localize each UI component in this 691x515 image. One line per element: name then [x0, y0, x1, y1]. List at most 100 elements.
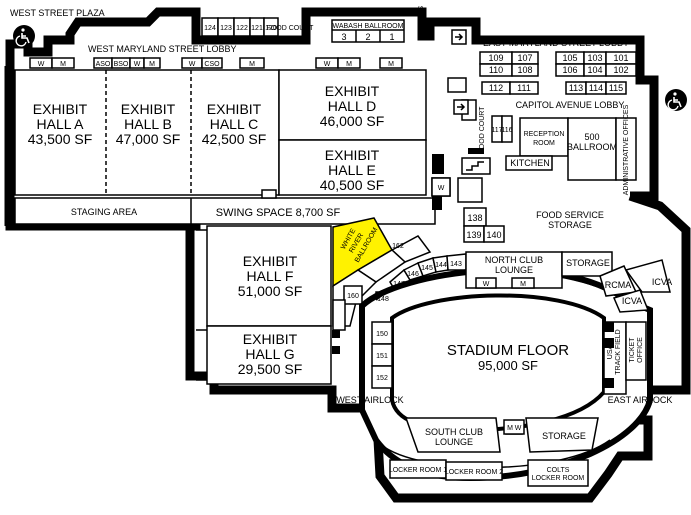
food-court-side-label: FOOD COURT [479, 106, 486, 154]
elevator-icon [451, 29, 469, 115]
room-number: 111 [517, 83, 531, 93]
wabash-ballroom-label: WABASH BALLROOM [333, 23, 404, 30]
room-number: 151 [376, 353, 388, 360]
west-exhibit-halls [14, 69, 436, 225]
restroom-m: M [520, 281, 526, 288]
south-club-lounge-label-2: LOUNGE [435, 437, 473, 447]
restroom-w: W [38, 61, 45, 68]
room-number: 147 [393, 281, 405, 288]
ballroom-500-label: 500 [584, 132, 599, 142]
room-number: 103 [587, 53, 602, 63]
room-number: 1 [389, 32, 394, 42]
room-number: 139 [466, 230, 481, 240]
restroom-m: M [60, 61, 66, 68]
room-number: 150 [376, 331, 388, 338]
hall-d-area: 46,000 SF [320, 113, 385, 129]
skywalk-label: SKYW [416, 6, 423, 27]
room-number: 122 [236, 25, 248, 32]
south-exhibit-halls [196, 225, 332, 385]
room-number: 148 [377, 296, 389, 303]
hall-g-sub: HALL G [245, 346, 294, 362]
restroom-m: M [388, 61, 394, 68]
track-field-label: TRACK FIELD [615, 329, 622, 375]
north-lounge-area [465, 251, 671, 313]
room-number: 160 [347, 293, 359, 300]
top-rooms [201, 17, 405, 43]
room-number: 144 [435, 262, 447, 269]
restroom-letters: W M ASO BSO W M W CSO M W M M W W M M W [38, 61, 526, 432]
reception-room-label: RECEPTION [524, 131, 565, 138]
hall-c-sub: HALL C [210, 116, 259, 132]
restroom-m: M [507, 425, 513, 432]
room-number: 106 [562, 65, 577, 75]
restroom-m: M [346, 61, 352, 68]
hall-a-name: EXHIBIT [33, 101, 88, 117]
west-side-rooms [332, 321, 393, 389]
hall-e-area: 40,500 SF [320, 177, 385, 193]
room-number: 102 [613, 65, 628, 75]
room-number: 143 [450, 261, 462, 268]
restroom-aso: ASO [96, 61, 111, 68]
hall-c-name: EXHIBIT [207, 101, 262, 117]
restroom-w: W [438, 185, 445, 192]
hall-b-area: 47,000 SF [116, 131, 181, 147]
food-service-storage-label: STORAGE [548, 220, 592, 230]
colts-locker-label: LOCKER ROOM [532, 475, 585, 482]
room-number: 115 [609, 83, 623, 93]
east-side-rooms [603, 321, 647, 395]
rcma-label: RCMA [605, 280, 632, 290]
east-meeting-rooms [447, 51, 637, 181]
room-number: 146 [407, 271, 419, 278]
east-maryland-lobby-label: EAST MARYLAND STREET LOBBY [483, 38, 629, 48]
map-labels: WEST STREET PLAZA WEST MARYLAND STREET L… [10, 6, 672, 482]
hall-e-sub: HALL E [328, 162, 376, 178]
restroom-m: M [149, 61, 155, 68]
room-number: 162 [392, 243, 404, 250]
room-number: 2 [365, 32, 370, 42]
room-number: 145 [421, 265, 433, 272]
room-number: 101 [613, 53, 628, 63]
room-number: 114 [589, 83, 603, 93]
capitol-avenue-lobby-label: CAPITOL AVENUE LOBBY [516, 100, 625, 110]
restroom-m: M [249, 61, 255, 68]
room-number: 116 [501, 127, 512, 134]
room-number: 152 [376, 375, 388, 382]
room-number: 112 [489, 83, 503, 93]
swing-space-label: SWING SPACE 8,700 SF [216, 207, 341, 219]
room-number: 110 [489, 65, 503, 75]
room-number: 121 [251, 25, 263, 32]
stadium-floor-area: 95,000 SF [478, 358, 538, 373]
hall-f-area: 51,000 SF [238, 283, 303, 299]
hall-g-area: 29,500 SF [238, 361, 303, 377]
room-number: 124 [204, 25, 216, 32]
north-club-lounge-label: NORTH CLUB [485, 255, 543, 265]
room-number: 140 [486, 230, 501, 240]
restroom-cso: CSO [204, 61, 220, 68]
staging-area-label: STAGING AREA [71, 207, 137, 217]
room-number: 104 [587, 65, 602, 75]
north-club-lounge-label-2: LOUNGE [495, 265, 533, 275]
room-number: 105 [562, 53, 577, 63]
ticket-label: TICKET [629, 337, 636, 363]
restroom-w: W [324, 61, 331, 68]
admin-offices-label: ADMINISTRATIVE OFFICES [623, 104, 630, 195]
accessibility-icon [665, 89, 687, 111]
hall-d-name: EXHIBIT [325, 83, 380, 99]
south-rooms [389, 417, 599, 487]
west-maryland-lobby-label: WEST MARYLAND STREET LOBBY [88, 44, 237, 54]
room-number: 123 [220, 25, 232, 32]
kitchen-label: KITCHEN [510, 158, 550, 168]
food-court-top-label: FOOD COURT [267, 25, 315, 32]
room-number: 108 [517, 65, 532, 75]
west-ring-rooms [332, 235, 432, 331]
restroom-w: W [515, 425, 522, 432]
stairs-icon [461, 157, 491, 175]
hall-f-name: EXHIBIT [243, 253, 298, 269]
hall-b-sub: HALL B [124, 116, 172, 132]
office-label: OFFICE [637, 337, 644, 363]
restroom-w: W [189, 61, 196, 68]
room-number: 3 [341, 32, 346, 42]
usa-label: USA [607, 344, 614, 359]
hall-f-sub: HALL F [247, 268, 294, 284]
